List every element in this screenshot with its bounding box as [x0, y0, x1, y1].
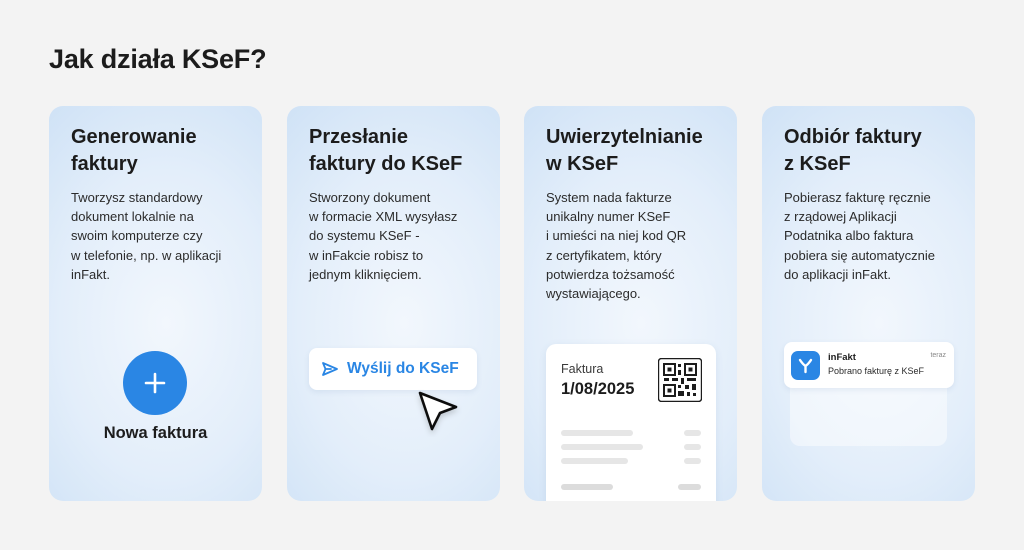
invoice-number: 1/08/2025	[561, 380, 635, 398]
card-description: Stworzony dokument w formacie XML wysyła…	[309, 190, 458, 282]
card-description: System nada fakturze unikalny numer KSeF…	[546, 190, 687, 302]
card-title: Przesłanie faktury do KSeF	[309, 126, 463, 175]
card-authentication: Uwierzytelnianie w KSeF System nada fakt…	[524, 106, 737, 501]
card-generate-invoice: Generowanie faktury Tworzysz standardowy…	[49, 106, 262, 501]
placeholder-line	[561, 430, 633, 436]
page-title: Jak działa KSeF?	[49, 44, 267, 74]
card-title: Generowanie faktury	[71, 126, 197, 175]
invoice-preview: Faktura 1/08/2025	[546, 344, 716, 501]
placeholder-line	[561, 444, 643, 450]
new-invoice-button[interactable]	[123, 351, 187, 415]
placeholder-line	[684, 458, 701, 464]
placeholder-line	[684, 430, 701, 436]
cursor-icon	[418, 391, 458, 431]
placeholder-line	[561, 484, 613, 490]
notification-app-name: inFakt	[828, 352, 856, 363]
notification[interactable]: inFakt Pobrano fakturę z KSeF teraz	[784, 342, 954, 388]
notification-time: teraz	[930, 352, 946, 359]
send-to-ksef-button[interactable]: Wyślij do KSeF	[309, 348, 477, 390]
notification-message: Pobrano fakturę z KSeF	[828, 366, 925, 376]
card-title: Uwierzytelnianie w KSeF	[546, 126, 703, 175]
placeholder-line	[684, 444, 701, 450]
notification-stack-background	[790, 378, 947, 446]
card-send-invoice: Przesłanie faktury do KSeF Stworzony dok…	[287, 106, 500, 501]
qr-code-icon	[658, 358, 702, 402]
card-receive-invoice: Odbiór faktury z KSeF Pobierasz fakturę …	[762, 106, 975, 501]
card-title: Odbiór faktury z KSeF	[784, 126, 922, 175]
placeholder-line	[678, 484, 701, 490]
new-invoice-label: Nowa faktura	[103, 424, 208, 442]
infakt-app-icon	[791, 351, 820, 380]
send-button-label: Wyślij do KSeF	[347, 360, 459, 377]
send-icon	[322, 362, 338, 376]
invoice-label: Faktura	[561, 362, 604, 376]
plus-icon	[144, 372, 166, 394]
card-description: Tworzysz standardowy dokument lokalnie n…	[71, 190, 222, 282]
placeholder-line	[561, 458, 628, 464]
card-description: Pobierasz fakturę ręcznie z rządowej Apl…	[784, 190, 936, 282]
